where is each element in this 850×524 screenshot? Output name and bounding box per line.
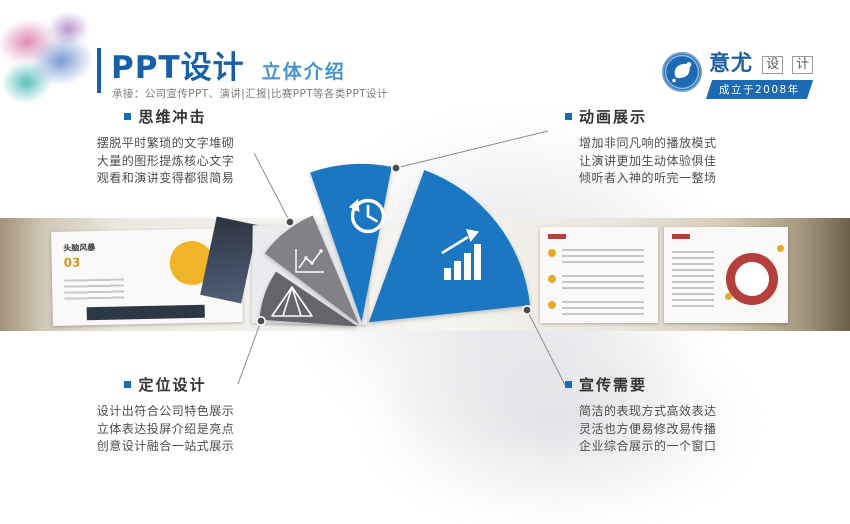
section-body: 简洁的表现方式高效表达 灵活也方便易修改易传播 企业综合展示的一个窗口	[565, 403, 775, 456]
established-text: 成立于2008年	[719, 84, 800, 96]
bullet-square-icon	[124, 381, 132, 388]
section-body: 设计出符合公司特色展示 立体表达投屏介绍是亮点 创意设计融合一站式展示	[63, 403, 268, 456]
slide-dark-banner	[86, 304, 205, 321]
slide-red-header	[548, 234, 566, 239]
yellow-dot	[548, 301, 556, 309]
photo-slide-ring	[664, 227, 788, 323]
portfolio-photo-strip: 头脑风暴 03	[0, 216, 850, 331]
agenda-row	[548, 301, 644, 317]
body-line: 大量的图形提炼核心文字	[96, 153, 235, 168]
brand-logo-icon	[662, 52, 702, 92]
body-line: 灵活也方便易修改易传播	[579, 421, 717, 436]
placeholder-text-lines	[562, 275, 644, 291]
yellow-dot	[777, 245, 784, 252]
body-line: 摆脱平时繁琐的文字堆砌	[96, 136, 235, 150]
yellow-dot	[548, 275, 556, 283]
body-line: 倾听者入神的听完一整场	[579, 171, 717, 185]
section-promotion-need: 宣传需要 简洁的表现方式高效表达 灵活也方便易修改易传播 企业综合展示的一个窗口	[565, 374, 775, 456]
agenda-row	[548, 249, 644, 265]
brand-name: 意尤	[709, 51, 753, 75]
section-title-text: 宣传需要	[579, 376, 648, 394]
section-animation-show: 动画展示 增加非同凡响的播放模式 让演讲更加生动体验俱佳 倾听者入神的听完一整场	[565, 106, 775, 188]
body-line: 增加非同凡响的播放模式	[579, 136, 717, 150]
photo-slide-2	[251, 225, 369, 325]
section-body: 摆脱平时繁琐的文字堆砌 大量的图形提炼核心文字 观看和演讲变得都很简易	[63, 135, 268, 188]
bullet-square-icon	[124, 113, 132, 120]
brand-logo: 意尤 设 计 成立于2008年	[662, 51, 814, 99]
section-title: 思维冲击	[63, 106, 268, 127]
body-line: 让演讲更加生动体验俱佳	[579, 153, 717, 168]
bullet-square-icon	[565, 381, 572, 388]
placeholder-text-lines	[562, 301, 644, 317]
section-mind-impact: 思维冲击 摆脱平时繁琐的文字堆砌 大量的图形提炼核心文字 观看和演讲变得都很简易	[63, 106, 268, 188]
section-title: 定位设计	[63, 374, 268, 395]
page-subtitle: 立体介绍	[261, 61, 346, 83]
paint-splash-icon	[664, 54, 700, 90]
body-line: 观看和演讲变得都很简易	[96, 171, 235, 185]
body-line: 设计出符合公司特色展示	[96, 404, 235, 418]
page-title: PPT设计	[111, 50, 245, 86]
yellow-dot	[725, 293, 732, 300]
section-body: 增加非同凡响的播放模式 让演讲更加生动体验俱佳 倾听者入神的听完一整场	[565, 135, 775, 188]
photo-slide-agenda	[540, 227, 658, 323]
slide-red-header	[672, 234, 690, 239]
yellow-dot	[548, 249, 556, 257]
page-header: PPT设计 立体介绍	[111, 42, 346, 87]
section-title-text: 定位设计	[138, 376, 207, 394]
placeholder-text-lines	[562, 249, 644, 265]
tagline: 承接：公司宣传PPT、演讲|汇报|比赛PPT等各类PPT设计	[112, 88, 388, 100]
placeholder-text-lines	[672, 251, 714, 307]
placeholder-text-lines	[64, 278, 125, 300]
body-line: 简洁的表现方式高效表达	[579, 404, 717, 418]
body-line: 创意设计融合一站式展示	[96, 439, 235, 453]
title-accent-bar	[97, 48, 101, 93]
section-title-text: 思维冲击	[138, 108, 207, 126]
slide-label: 头脑风暴	[63, 243, 96, 253]
body-line: 立体表达投屏介绍是亮点	[96, 421, 235, 436]
bullet-square-icon	[565, 113, 572, 120]
established-badge: 成立于2008年	[705, 80, 813, 99]
slide-number: 03	[63, 255, 81, 270]
brand-char-box: 设	[762, 56, 784, 74]
agenda-row	[548, 275, 644, 291]
brand-char-box: 计	[792, 56, 814, 74]
section-positioning-design: 定位设计 设计出符合公司特色展示 立体表达投屏介绍是亮点 创意设计融合一站式展示	[63, 374, 268, 456]
section-title-text: 动画展示	[579, 108, 648, 126]
slide-ring-chart	[726, 253, 778, 305]
section-title: 宣传需要	[565, 374, 775, 395]
section-title: 动画展示	[565, 106, 775, 127]
brand-text-block: 意尤 设 计 成立于2008年	[705, 51, 814, 99]
body-line: 企业综合展示的一个窗口	[579, 439, 717, 453]
